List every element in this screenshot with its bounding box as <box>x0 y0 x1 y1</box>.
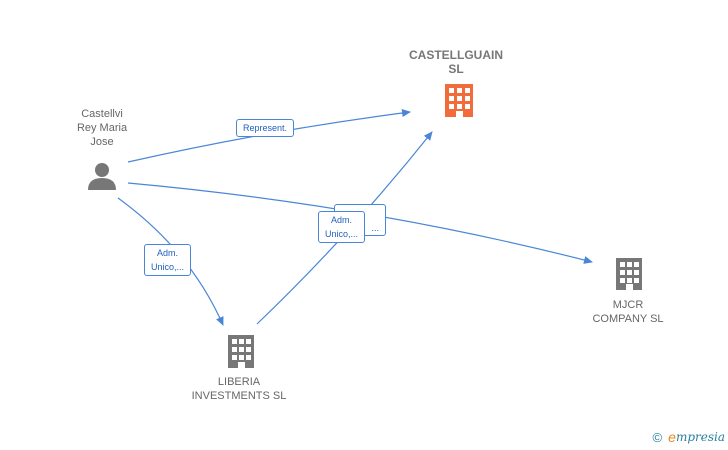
edge-label-adm-castellguain[interactable]: Adm. Unico,... <box>318 211 366 243</box>
edge-label-adm-liberia[interactable]: Adm. Unico,... <box>144 244 192 276</box>
brand-logo-initial: e <box>668 429 676 445</box>
edge-label-represent[interactable]: Represent. <box>236 119 295 137</box>
person-icon[interactable] <box>88 163 116 190</box>
castellguain-label[interactable]: CASTELLGUAIN SL <box>409 48 503 76</box>
brand-logo-text: mpresia <box>675 430 725 444</box>
castellguain-building-icon[interactable] <box>445 84 473 117</box>
mjcr-label[interactable]: MJCR COMPANY SL <box>592 299 664 325</box>
liberia-building-icon[interactable] <box>228 335 254 368</box>
copyright-icon: © <box>652 429 663 445</box>
person-label[interactable]: Castellvi Rey Maria Jose <box>76 108 128 148</box>
mjcr-building-icon[interactable] <box>616 258 642 290</box>
liberia-label[interactable]: LIBERIA INVESTMENTS SL <box>191 376 287 402</box>
footer-brand: © e mpresia <box>653 429 725 445</box>
